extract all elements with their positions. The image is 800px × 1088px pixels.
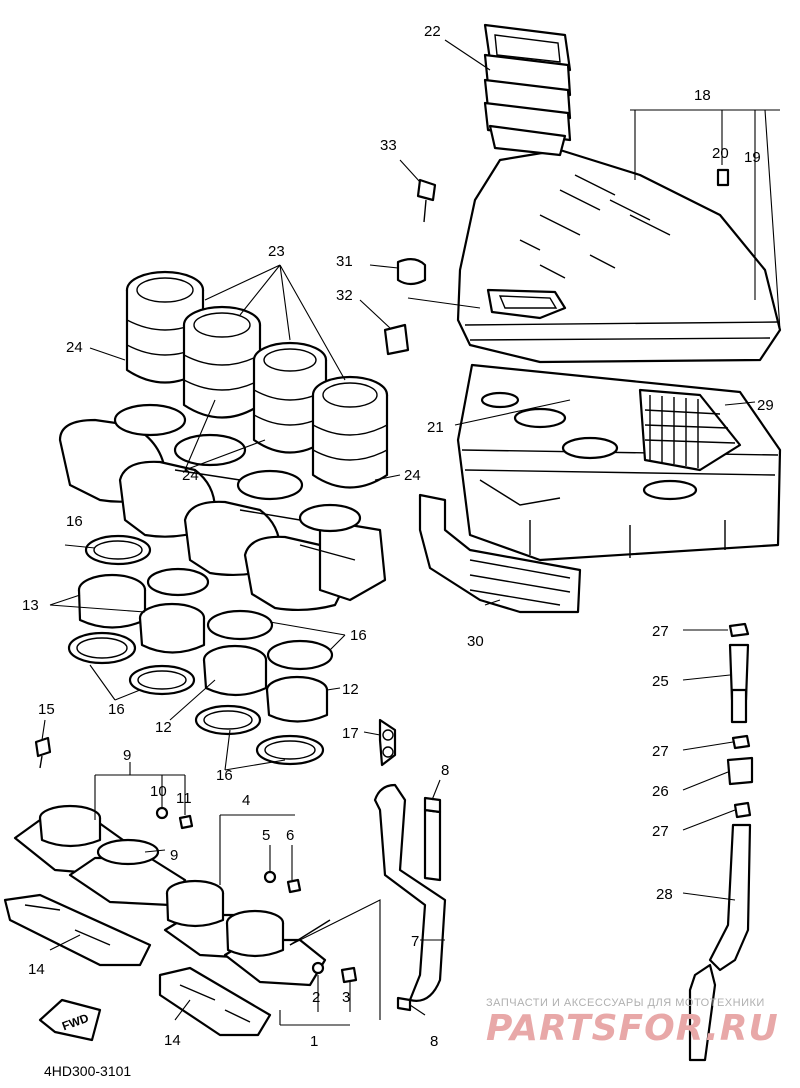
callout-13: 13 <box>22 597 39 614</box>
callout-16-top: 16 <box>66 513 83 530</box>
callout-27-bottom: 27 <box>652 823 669 840</box>
clamps-and-joints <box>67 534 334 766</box>
callout-15: 15 <box>38 701 55 718</box>
callout-14-left: 14 <box>28 961 45 978</box>
callout-22: 22 <box>424 23 441 40</box>
seal-strip <box>418 493 582 614</box>
callout-5: 5 <box>262 827 270 844</box>
watermark-tagline: ЗАПЧАСТИ И АКСЕССУАРЫ ДЛЯ МОТОТЕХНИКИ <box>486 997 765 1009</box>
callout-12-right: 12 <box>342 681 359 698</box>
breather-hose <box>373 783 447 1012</box>
callout-32: 32 <box>336 287 353 304</box>
callout-31: 31 <box>336 253 353 270</box>
callout-30: 30 <box>467 633 484 650</box>
callout-17: 17 <box>342 725 359 742</box>
callout-27-top: 27 <box>652 623 669 640</box>
callout-11: 11 <box>176 790 192 807</box>
callout-16-bottom: 16 <box>216 767 233 784</box>
callout-20: 20 <box>712 145 729 162</box>
callout-24-center: 24 <box>182 467 199 484</box>
callout-19: 19 <box>744 149 761 166</box>
callout-27-middle: 27 <box>652 743 669 760</box>
callout-29: 29 <box>757 397 774 414</box>
callout-16-left: 16 <box>108 701 125 718</box>
callout-24-right: 24 <box>404 467 421 484</box>
intake-duct <box>483 23 572 157</box>
air-cleaner-cap <box>456 148 782 364</box>
diagram-code: 4HD300-3101 <box>44 1063 131 1079</box>
callout-25: 25 <box>652 673 669 690</box>
callout-1: 1 <box>310 1033 318 1050</box>
carburetor-joints <box>125 270 389 489</box>
drain-hose-set <box>688 622 754 1062</box>
callout-7: 7 <box>411 933 419 950</box>
insulators <box>3 893 272 1037</box>
intake-manifolds <box>13 804 331 987</box>
callout-8-top: 8 <box>441 762 449 779</box>
callout-23: 23 <box>268 243 285 260</box>
callout-16-right: 16 <box>350 627 367 644</box>
air-cleaner-case <box>456 363 782 562</box>
callout-6: 6 <box>286 827 294 844</box>
callout-12-left: 12 <box>155 719 172 736</box>
callout-10: 10 <box>150 783 167 800</box>
callout-18: 18 <box>694 87 711 104</box>
carburetor-assembly <box>58 403 387 612</box>
watermark: ЗАПЧАСТИ И АКСЕССУАРЫ ДЛЯ МОТОТЕХНИКИ PA… <box>486 997 779 1049</box>
callout-4: 4 <box>242 792 250 809</box>
callout-9-side: 9 <box>170 847 178 864</box>
callout-8-bottom: 8 <box>430 1033 438 1050</box>
callout-numbers: 22 18 20 19 33 31 32 23 24 24 24 21 29 3… <box>22 23 774 1050</box>
leader-lines <box>41 39 781 1026</box>
callout-28: 28 <box>656 886 673 903</box>
callout-26: 26 <box>652 783 669 800</box>
callout-9-top: 9 <box>123 747 131 764</box>
callout-24-left: 24 <box>66 339 83 356</box>
callout-33: 33 <box>380 137 397 154</box>
callout-2: 2 <box>312 989 320 1006</box>
watermark-logo: PARTSFOR.RU <box>486 1008 779 1049</box>
forward-arrow-icon: FWD <box>38 998 102 1042</box>
callout-21: 21 <box>427 419 444 436</box>
callout-14-bottom: 14 <box>164 1032 181 1049</box>
callout-3: 3 <box>342 989 350 1006</box>
small-fasteners <box>34 168 730 984</box>
